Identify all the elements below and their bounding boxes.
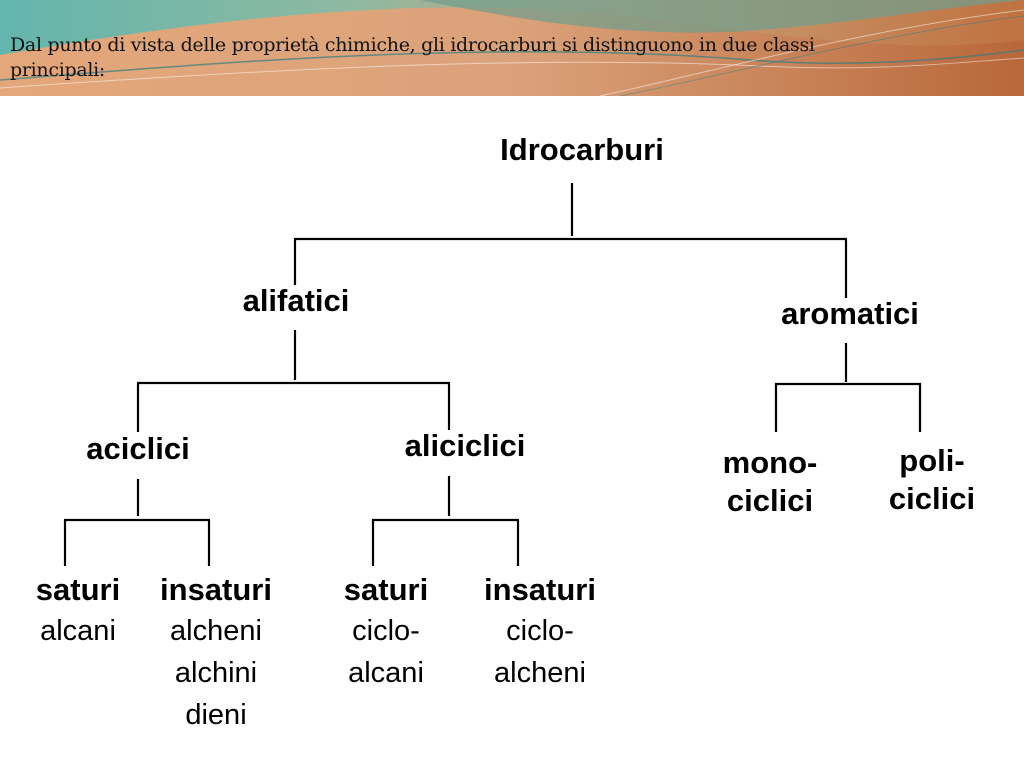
- leaf-item: alcani: [40, 615, 116, 647]
- node-idrocarburi: Idrocarburi: [500, 132, 664, 167]
- node-policiclici: poli- ciclici: [862, 442, 1002, 518]
- leaf-item: ciclo-: [352, 615, 420, 647]
- leaf-item: dieni: [185, 699, 247, 731]
- node-monociclici: mono- ciclici: [700, 444, 840, 520]
- leaf-title: saturi: [35, 572, 121, 607]
- node-aciclici: aciclici: [86, 431, 190, 466]
- leaf-item: alcheni: [170, 615, 262, 647]
- header-text: Dal punto di vista delle proprietà chimi…: [10, 34, 815, 81]
- header-banner: Dal punto di vista delle proprietà chimi…: [0, 0, 1024, 96]
- tree-connectors: [63, 183, 922, 566]
- banner-background: [0, 0, 1024, 96]
- node-poli-line2: ciclici: [888, 481, 976, 516]
- leaf-saturi-aliciclici: saturi ciclo- alcani: [318, 570, 454, 694]
- leaf-title: insaturi: [484, 572, 596, 607]
- leaf-title: saturi: [343, 572, 429, 607]
- leaf-insaturi-aliciclici: insaturi ciclo- alcheni: [460, 570, 620, 694]
- leaf-item: ciclo-: [506, 615, 574, 647]
- leaf-title: insaturi: [160, 572, 272, 607]
- node-aromatici: aromatici: [781, 296, 919, 331]
- node-aliciclici: aliciclici: [404, 428, 526, 463]
- leaf-item: alcheni: [494, 657, 586, 689]
- node-poli-line1: poli-: [899, 443, 965, 478]
- node-alifatici: alifatici: [242, 283, 350, 318]
- leaf-item: alcani: [348, 657, 424, 689]
- leaf-insaturi-aciclici: insaturi alcheni alchini dieni: [140, 570, 292, 736]
- node-mono-line2: ciclici: [726, 483, 814, 518]
- leaf-saturi-aciclici: saturi alcani: [10, 570, 146, 652]
- leaf-item: alchini: [174, 657, 258, 689]
- node-mono-line1: mono-: [722, 445, 818, 480]
